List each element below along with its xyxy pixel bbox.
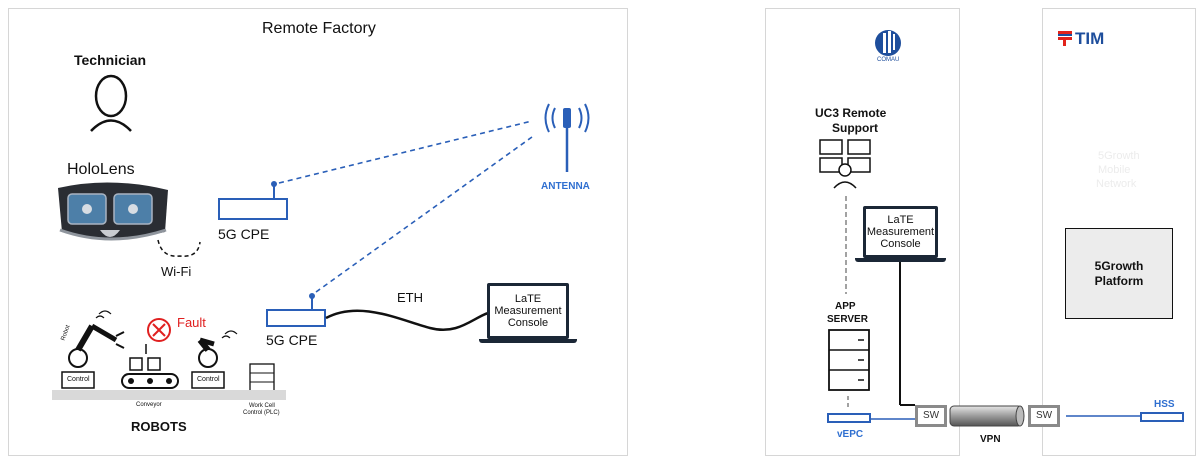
switch-left: SW bbox=[915, 405, 947, 427]
platform-line2: Platform bbox=[1094, 273, 1144, 288]
conveyor-label: Conveyor bbox=[136, 402, 162, 408]
uc3-label-line2: Support bbox=[832, 121, 878, 135]
control2-label: Control bbox=[197, 376, 220, 383]
plc-label-line2: Control (PLC) bbox=[243, 410, 280, 416]
late-console-left-line3: Console bbox=[507, 317, 549, 329]
late-console-left-line2: Measurement bbox=[494, 305, 562, 317]
app-server-label-line2: SERVER bbox=[827, 314, 868, 325]
antenna-label: ANTENNA bbox=[541, 181, 590, 192]
remote-factory-panel bbox=[8, 8, 628, 456]
late-console-right-base bbox=[855, 258, 946, 262]
hss-device bbox=[1140, 412, 1184, 422]
app-server-label-line1: APP bbox=[835, 301, 856, 312]
late-console-right-line2: Measurement bbox=[866, 226, 935, 238]
wifi-label: Wi-Fi bbox=[161, 264, 192, 279]
late-console-right-line1: LaTE bbox=[887, 214, 914, 226]
cpe-top-device bbox=[218, 198, 288, 220]
cpe-bottom-label: 5G CPE bbox=[266, 332, 318, 348]
faded-network-line2: Mobile bbox=[1098, 164, 1131, 176]
fault-label: Fault bbox=[177, 315, 206, 330]
late-console-right-screen: LaTE Measurement Console bbox=[863, 206, 938, 258]
faded-network-line3: Network bbox=[1096, 178, 1137, 190]
5growth-platform-box: 5Growth Platform bbox=[1065, 228, 1173, 319]
remote-factory-title: Remote Factory bbox=[262, 20, 376, 37]
faded-network-line1: 5Growth bbox=[1098, 150, 1140, 162]
vepc-label: vEPC bbox=[837, 429, 864, 440]
comau-logo-text: COMAU bbox=[877, 57, 900, 63]
eth-label: ETH bbox=[397, 290, 423, 305]
plc-label-line1: Work Cell bbox=[249, 403, 275, 409]
control1-label: Control bbox=[67, 376, 90, 383]
late-console-right-line3: Console bbox=[880, 238, 921, 250]
vpn-label: VPN bbox=[980, 434, 1001, 445]
late-console-left-line1: LaTE bbox=[514, 293, 542, 305]
hss-label: HSS bbox=[1154, 399, 1175, 410]
late-console-left-base bbox=[479, 339, 577, 343]
hololens-label: HoloLens bbox=[67, 161, 135, 178]
switch-right: SW bbox=[1028, 405, 1060, 427]
uc3-label-line1: UC3 Remote bbox=[815, 106, 887, 120]
cpe-bottom-device bbox=[266, 309, 326, 327]
late-console-left-screen: LaTE Measurement Console bbox=[487, 283, 569, 339]
cpe-top-label: 5G CPE bbox=[218, 226, 270, 242]
platform-line1: 5Growth bbox=[1094, 258, 1144, 273]
robots-label: ROBOTS bbox=[131, 419, 187, 434]
technician-label: Technician bbox=[74, 52, 147, 68]
tim-logo-text: TIM bbox=[1075, 29, 1105, 48]
vepc-device bbox=[827, 413, 871, 423]
